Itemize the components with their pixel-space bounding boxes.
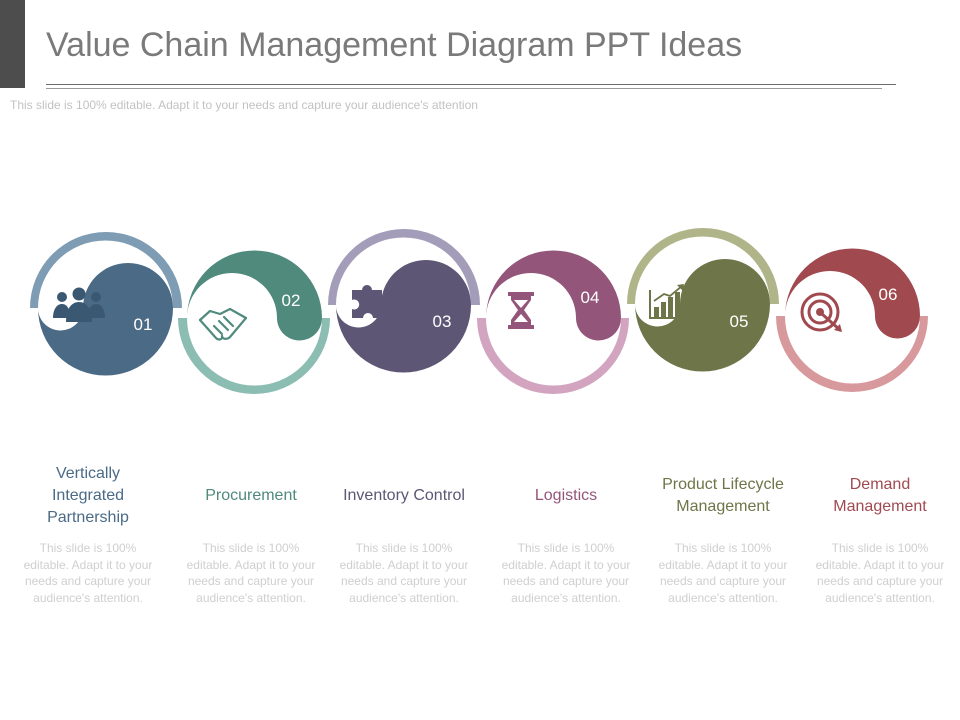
step-1-graphic: 01 bbox=[30, 232, 182, 376]
step-6-description: This slide is 100% editable. Adapt it to… bbox=[815, 541, 945, 605]
step-5-heading: Product Lifecycle Management bbox=[662, 476, 784, 515]
puzzle-piece-icon bbox=[352, 285, 390, 318]
step-6-number: 06 bbox=[879, 285, 898, 304]
step-2-heading: Procurement bbox=[205, 487, 297, 504]
handshake-icon bbox=[198, 307, 248, 341]
step-4-heading: Logistics bbox=[534, 487, 598, 504]
step-1-outer-arc bbox=[30, 232, 182, 308]
step-6-outer-arc bbox=[776, 316, 928, 392]
step-3-graphic: 03 bbox=[328, 229, 480, 373]
step-5-text: Product Lifecycle Management This slide … bbox=[653, 460, 793, 606]
step-4-shape bbox=[486, 250, 621, 341]
step-5-graphic: 05 bbox=[627, 228, 779, 372]
step-3-heading: Inventory Control bbox=[343, 487, 465, 504]
step-2-description: This slide is 100% editable. Adapt it to… bbox=[186, 541, 316, 605]
step-4-outer-arc bbox=[477, 318, 629, 394]
step-3-number: 03 bbox=[433, 312, 452, 331]
step-6-heading: Demand Management bbox=[833, 476, 927, 515]
step-2-outer-arc bbox=[178, 318, 330, 394]
step-3-description: This slide is 100% editable. Adapt it to… bbox=[339, 541, 469, 605]
step-6-graphic: 06 bbox=[776, 248, 928, 392]
growth-chart-icon bbox=[649, 284, 687, 319]
step-6-text: Demand Management This slide is 100% edi… bbox=[810, 460, 950, 606]
page-subtitle: This slide is 100% editable. Adapt it to… bbox=[10, 98, 478, 112]
step-4-text: Logistics This slide is 100% editable. A… bbox=[496, 460, 636, 606]
step-1-heading: Vertically Integrated Partnership bbox=[47, 465, 129, 526]
step-4-graphic: 04 bbox=[477, 250, 629, 394]
page-title: Value Chain Management Diagram PPT Ideas bbox=[46, 26, 743, 64]
title-divider bbox=[46, 84, 896, 85]
step-2-graphic: 02 bbox=[178, 250, 330, 394]
step-2-number: 02 bbox=[282, 291, 301, 310]
step-1-description: This slide is 100% editable. Adapt it to… bbox=[23, 541, 153, 605]
corner-accent-bar bbox=[0, 0, 25, 88]
title-divider-secondary bbox=[46, 88, 882, 89]
step-2-shape bbox=[187, 250, 322, 341]
step-4-description: This slide is 100% editable. Adapt it to… bbox=[501, 541, 631, 605]
target-icon bbox=[800, 292, 842, 332]
step-5-description: This slide is 100% editable. Adapt it to… bbox=[658, 541, 788, 605]
step-3-outer-arc bbox=[328, 229, 480, 305]
step-1-shape bbox=[38, 263, 173, 376]
step-3-text: Inventory Control This slide is 100% edi… bbox=[334, 460, 474, 606]
step-5-outer-arc bbox=[627, 228, 779, 304]
step-1-text: Vertically Integrated Partnership This s… bbox=[18, 460, 158, 606]
step-5-shape bbox=[635, 259, 770, 372]
step-3-shape bbox=[336, 260, 471, 373]
step-1-number: 01 bbox=[134, 315, 153, 334]
step-6-shape bbox=[785, 248, 920, 339]
step-2-text: Procurement This slide is 100% editable.… bbox=[181, 460, 321, 606]
hourglass-icon bbox=[508, 292, 534, 329]
step-5-number: 05 bbox=[730, 312, 749, 331]
step-4-number: 04 bbox=[581, 288, 600, 307]
people-group-icon bbox=[53, 287, 105, 322]
